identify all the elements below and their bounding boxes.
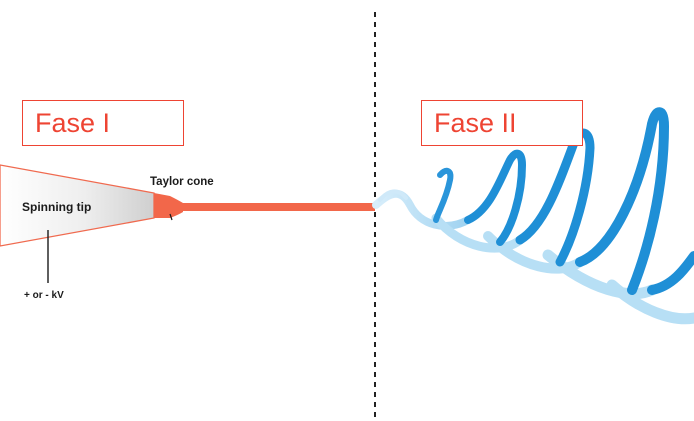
taylor-cone-pointer xyxy=(169,213,173,221)
phase-1-label: Fase I xyxy=(35,107,111,138)
taylor-cone-label: Taylor cone xyxy=(150,176,214,188)
spinning-tip-label: Spinning tip xyxy=(22,200,92,214)
straight-jet xyxy=(180,203,375,211)
taylor-cone-shape xyxy=(154,193,183,218)
phase-2-label: Fase II xyxy=(434,107,517,138)
voltage-label: + or - kV xyxy=(24,290,64,301)
phase-2-label-box: Fase II xyxy=(421,100,583,146)
phase-1-label-box: Fase I xyxy=(22,100,184,146)
whipping-spiral-jet xyxy=(372,107,694,325)
